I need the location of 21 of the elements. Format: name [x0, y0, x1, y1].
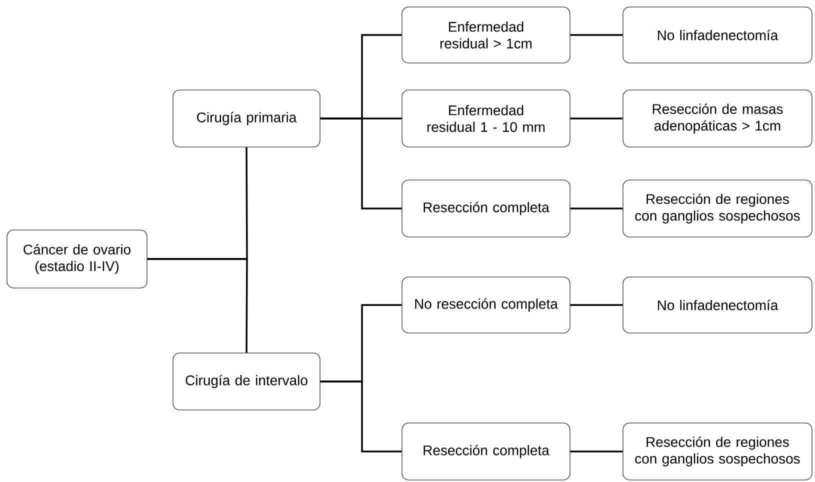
connector-line — [570, 450, 623, 452]
connector-line — [570, 118, 623, 120]
process-box: Resección de masas adenopáticas > 1cm — [622, 90, 812, 148]
process-box: No linfadenectomía — [622, 6, 812, 64]
process-box: Enfermedad residual 1 - 10 mm — [402, 90, 570, 148]
process-box: Resección completa — [402, 422, 570, 480]
connector-line — [570, 304, 623, 306]
process-box: Resección completa — [402, 180, 570, 238]
process-box: No resección completa — [402, 276, 570, 334]
process-box: Cirugía de intervalo — [172, 352, 320, 410]
process-box: Resección de regiones con ganglios sospechosos — [622, 422, 812, 480]
process-box: No linfadenectomía — [622, 276, 812, 334]
connector-line — [570, 208, 623, 210]
process-box: Enfermedad residual > 1cm — [402, 6, 570, 64]
connector-line — [320, 380, 402, 452]
connector-line — [147, 258, 248, 353]
process-box: Cirugía primaria — [172, 90, 320, 148]
process-box: Cáncer de ovario (estadio II-IV) — [6, 230, 148, 288]
process-box: Resección de regiones con ganglios sospechosos — [622, 180, 812, 238]
connector-line — [320, 118, 402, 210]
connector-line — [570, 34, 623, 36]
